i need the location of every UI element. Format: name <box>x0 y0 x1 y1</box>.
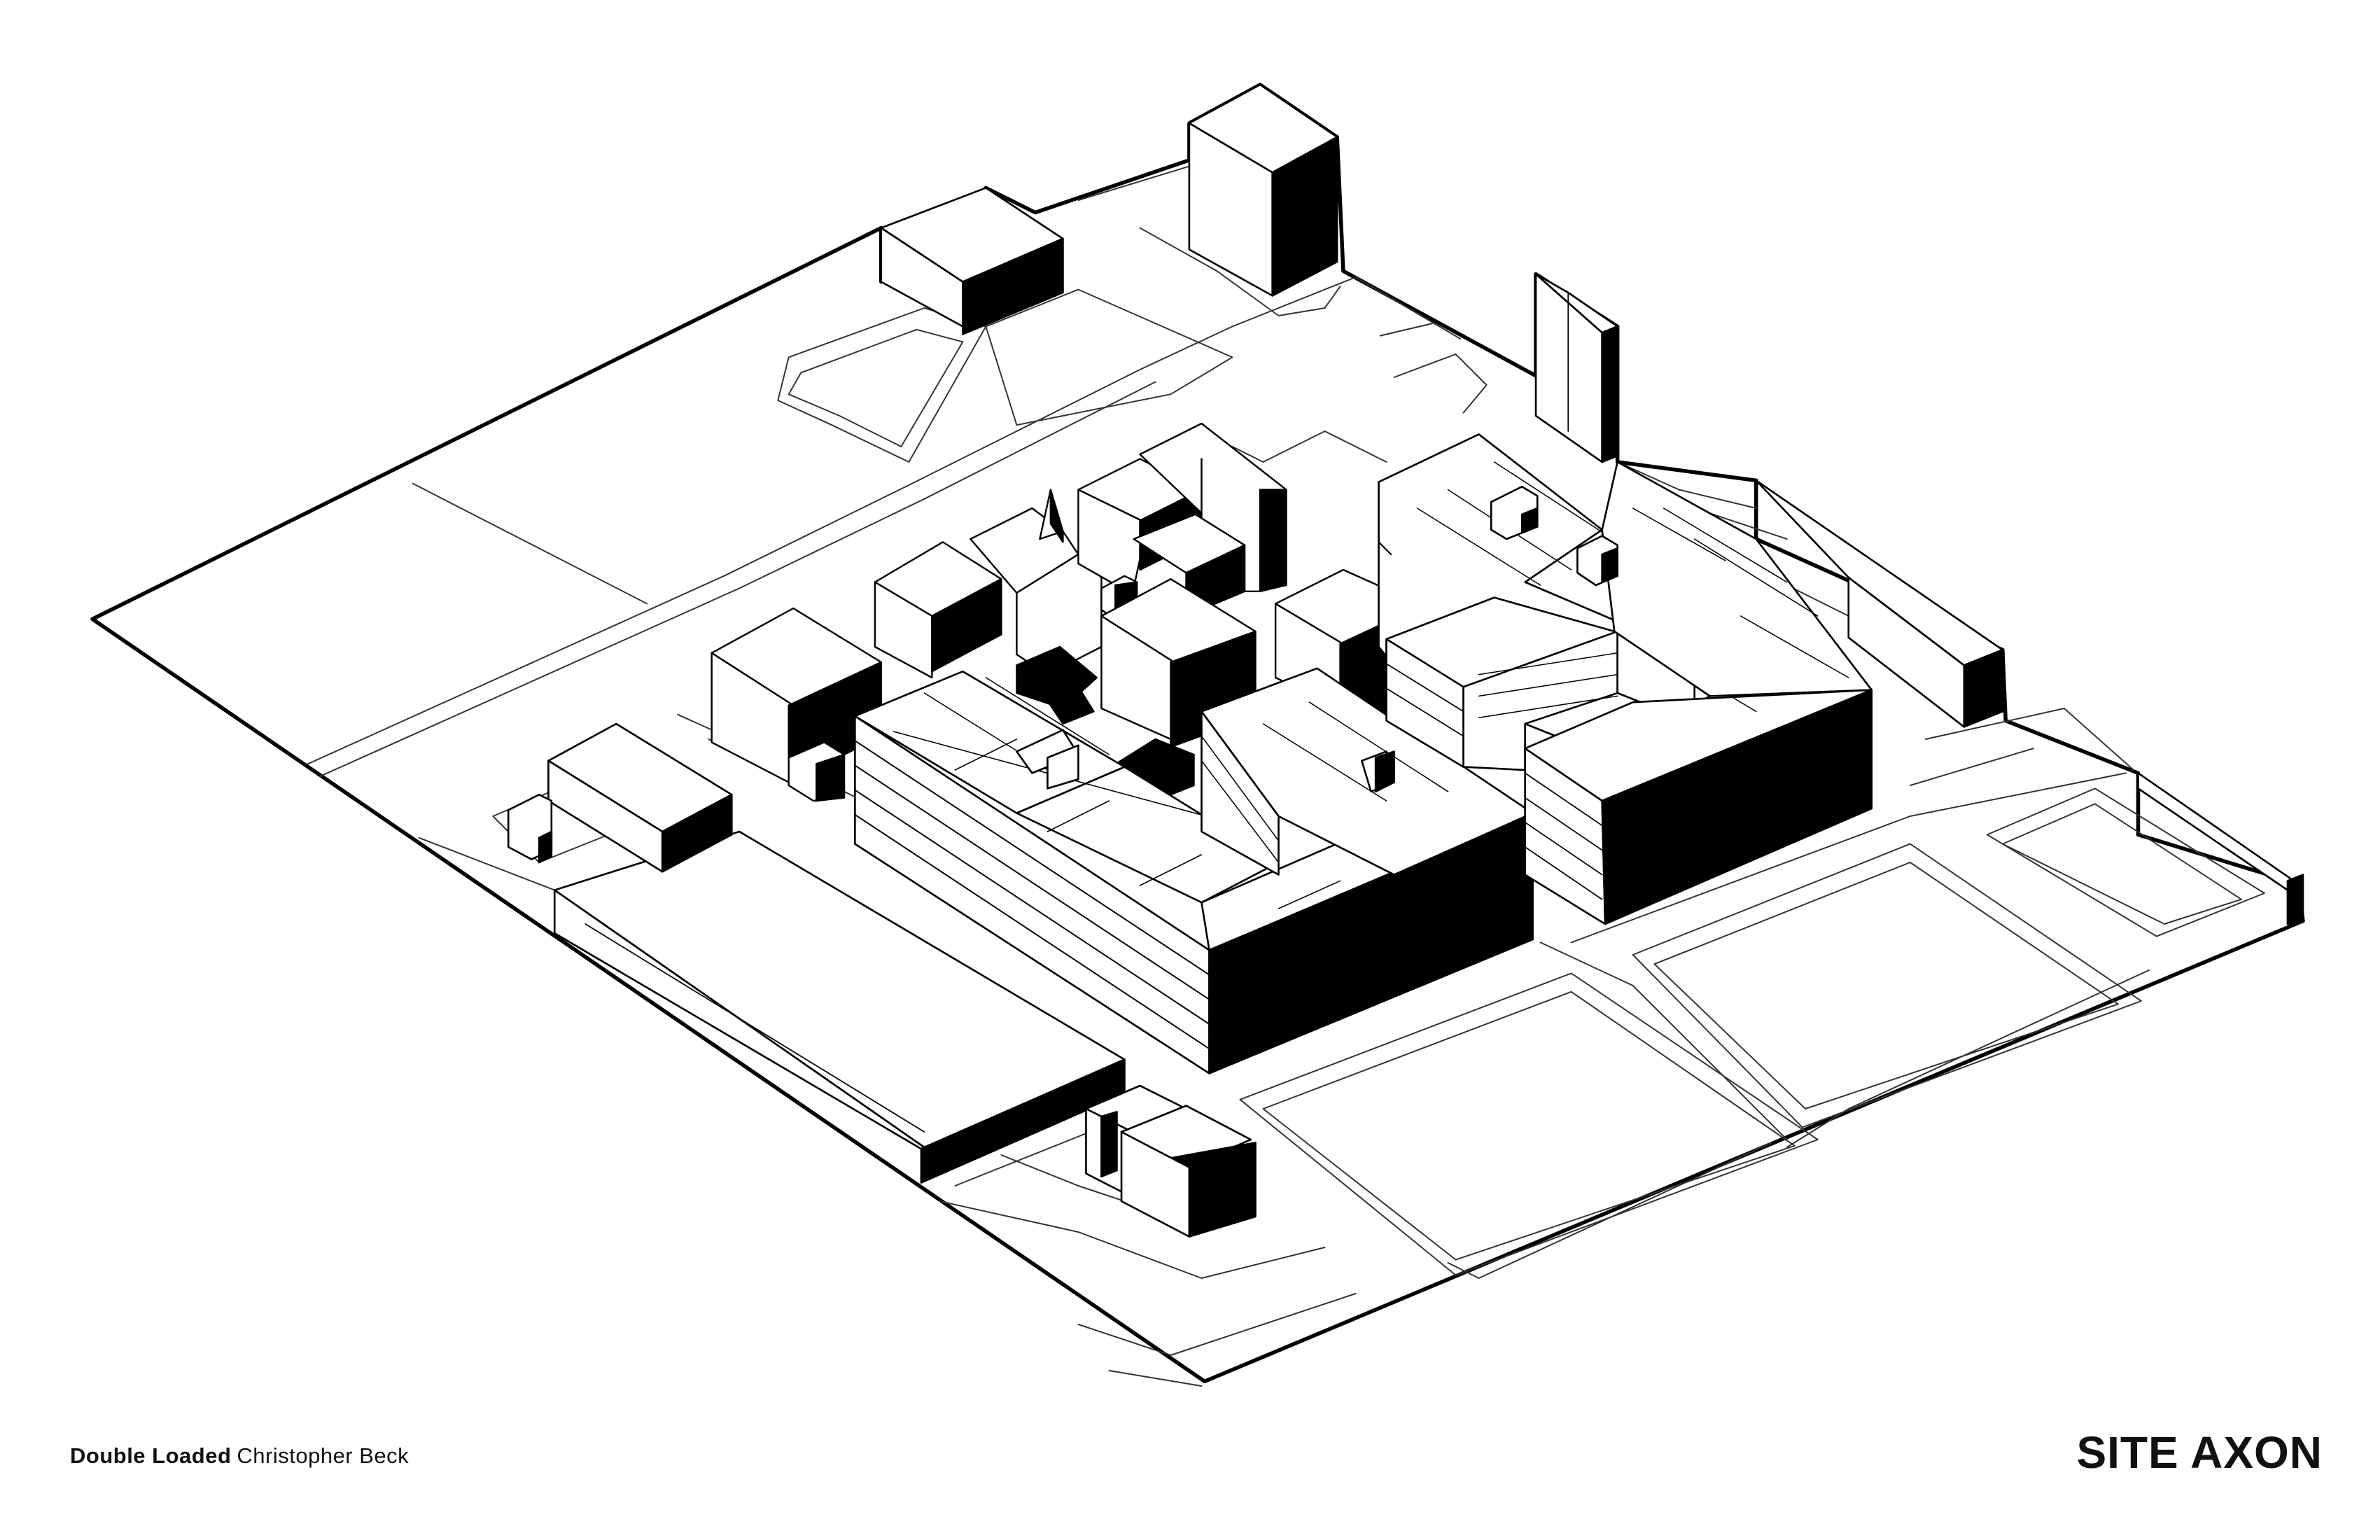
project-name: Double Loaded <box>70 1443 232 1468</box>
tower-slender-right <box>1534 273 1618 463</box>
historic-buildings <box>710 422 1434 802</box>
sheet-title: SITE AXON <box>2076 1427 2323 1478</box>
warehouse-block <box>553 830 1126 1184</box>
building-cluster-left <box>507 722 733 873</box>
main-building-east-wing <box>1378 433 1873 925</box>
building-top-left <box>880 187 1064 335</box>
building-cluster-bottom <box>1085 1084 1256 1238</box>
street-lines <box>307 165 2265 1387</box>
author-name: Christopher Beck <box>237 1443 410 1468</box>
building-right-edge <box>1755 479 2304 925</box>
main-building-center-wing <box>1200 667 1534 876</box>
tower-top-center <box>1188 83 1338 297</box>
